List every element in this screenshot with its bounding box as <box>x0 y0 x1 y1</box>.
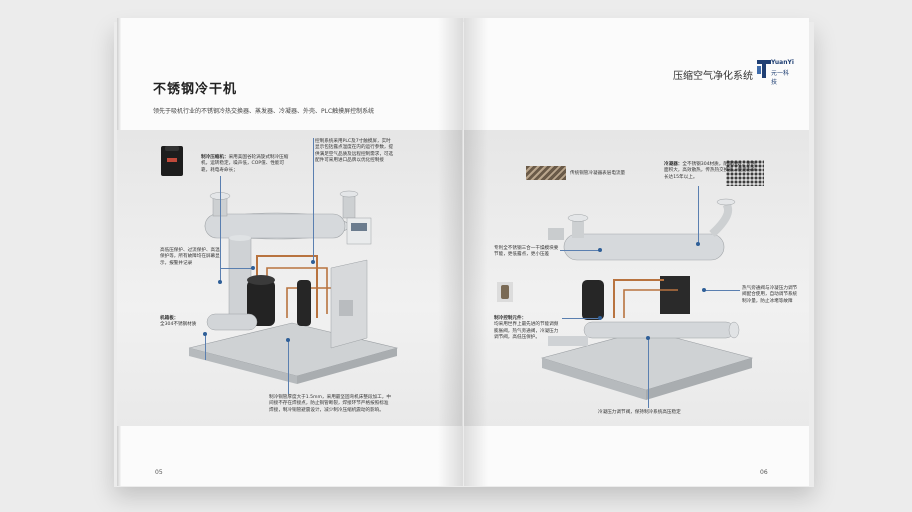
brand-logo: YuanYi 元一科技 <box>757 58 794 86</box>
note-control-valve: 制冷控制元件：均采用世界上最先进的节能调频膨胀阀，热气旁通阀，冷凝压力调节阀，高… <box>494 316 559 341</box>
note-heat-exchanger: 冷凝器：全不锈钢304材质，耐腐蚀好，传热面积大，高效散热，传热热交换器，使用寿… <box>664 162 756 180</box>
callout-dot <box>218 280 222 284</box>
callout-dot <box>696 242 700 246</box>
leader-line <box>560 250 600 251</box>
logo-text-cn: 元一科技 <box>771 70 790 86</box>
callout-dot <box>203 332 207 336</box>
dryer-machine-illustration <box>188 190 399 384</box>
note-copper-pipe: 制冷铜管厚度大于1.5mm，采用最坚固弯机床整段加工，中间接不存在焊接点，防止铜… <box>269 395 391 413</box>
leader-line <box>313 138 314 262</box>
callout-dot <box>598 316 602 320</box>
page-title: 不锈钢冷干机 <box>153 82 238 97</box>
leader-line <box>698 186 699 244</box>
callout-dot <box>702 288 706 292</box>
note-plc: 控制系统采用PLC及7寸触摸屏，实时显示包括露点温度在内的运行参数，提供满足空气… <box>315 139 394 164</box>
leader-line <box>205 334 206 360</box>
note-compressor: 制冷压缩机：采用美国谷轮涡旋式制冷压缩机，运转稳定，噪声低，COP值、性能可靠，… <box>201 155 289 173</box>
compressor-photo <box>161 146 183 176</box>
gutter-shade <box>464 18 488 486</box>
callout-dot <box>286 338 290 342</box>
steel-mesh-photo <box>726 160 764 186</box>
logo-mark-icon <box>757 60 771 78</box>
note-hotgas-bypass: 热气旁通阀与冷凝压力调节阀配合使用，自动调节系统制冷量，防止冰堵等故障 <box>742 286 798 304</box>
note-protection: 高低压保护、过流保护、高温保护等，所有故障均在屏幕显示，报警并记录 <box>160 248 220 266</box>
callout-dot <box>311 260 315 264</box>
note-patent-module: 专利全不锈钢三合一干燥模块要节能，更低露点，更小压差 <box>494 246 559 258</box>
note-condenser-surface: 传统铜管冷凝器表层电流量 <box>570 171 626 176</box>
section-header: 压缩空气净化系统 <box>673 71 753 82</box>
copper-tube-photo <box>526 166 566 180</box>
page-number: 06 <box>760 469 768 476</box>
left-page: 不锈钢冷干机 领先于吸机行业的不锈钢冷热交换器、蒸发器、冷凝器、外壳、PLC触摸… <box>117 18 463 486</box>
callout-dot <box>251 266 255 270</box>
gutter-shade <box>438 18 462 486</box>
dryer-machine-illustration <box>540 198 754 400</box>
callout-dot <box>646 336 650 340</box>
note-cabinet: 机箱板：全304不锈钢材质 <box>160 316 197 328</box>
leader-line <box>562 318 600 319</box>
right-page: 压缩空气净化系统 YuanYi 元一科技 传统铜管冷凝器表层电流量 冷凝器：全不… <box>464 18 809 486</box>
leader-line <box>221 268 253 269</box>
control-valve-photo <box>497 282 513 302</box>
page-subtitle: 领先于吸机行业的不锈钢冷热交换器、蒸发器、冷凝器、外壳、PLC触摸屏控制系统 <box>153 108 375 115</box>
leader-line <box>648 338 649 408</box>
note-bottom-valve: 冷凝压力调节阀，保持制冷系统高压稳定 <box>598 410 681 415</box>
logo-text-en: YuanYi <box>771 59 794 66</box>
leader-line <box>220 176 221 282</box>
callout-dot <box>598 248 602 252</box>
leader-line <box>288 340 289 394</box>
leader-line <box>704 290 740 291</box>
page-number: 05 <box>155 469 163 476</box>
